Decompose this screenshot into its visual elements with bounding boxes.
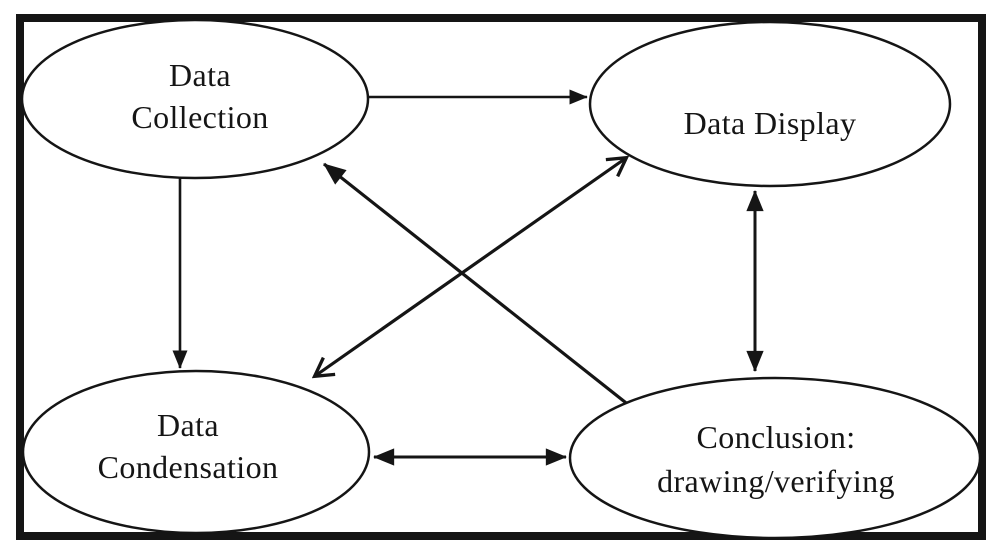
outer-border: [16, 14, 986, 540]
data-condensation-label-line2: Condensation: [98, 449, 279, 485]
arrow-condensation-display-twoway: [315, 158, 626, 376]
data-display-label: Data Display: [684, 105, 857, 141]
node-data-display-ellipse: [588, 20, 952, 188]
data-collection-label-line1: Data: [169, 57, 231, 93]
node-data-condensation-ellipse: [21, 369, 371, 535]
conclusion-label-line2: drawing/verifying: [657, 463, 895, 499]
node-data-collection-ellipse: [20, 18, 370, 180]
node-conclusion-ellipse: [568, 376, 982, 540]
data-condensation-label-line1: Data: [157, 407, 219, 443]
data-collection-label-line2: Collection: [131, 99, 268, 135]
conclusion-label-line1: Conclusion:: [696, 419, 855, 455]
arrow-conclusion-to-collection: [323, 162, 631, 408]
